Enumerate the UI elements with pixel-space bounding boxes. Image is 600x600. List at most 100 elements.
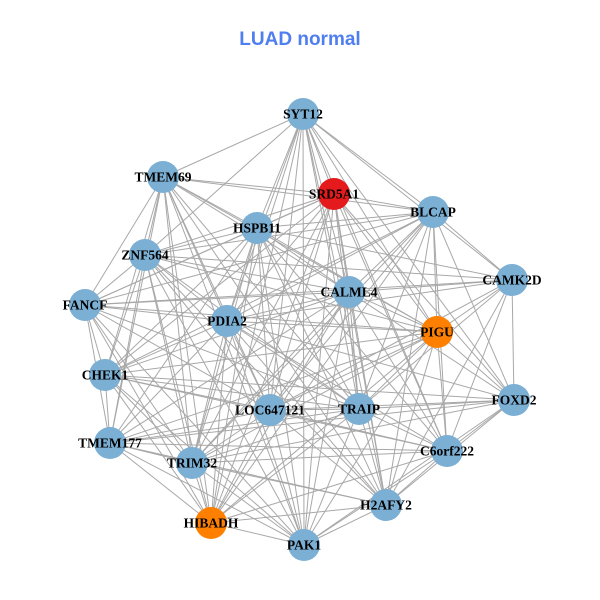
node-calml4: CALML4: [321, 276, 378, 308]
edge-BLCAP-PDIA2: [226, 211, 434, 322]
edge-FANCF-TRAIP: [84, 304, 360, 410]
edge-HSPB11-PAK1: [256, 227, 305, 546]
edge-HSPB11-FANCF: [84, 227, 258, 306]
edge-ZNF564-H2AFY2: [144, 254, 387, 506]
edge-BLCAP-TRAIP: [358, 211, 434, 410]
edge-CHEK1-FOXD2: [104, 374, 515, 401]
node-circle: [69, 289, 101, 321]
node-circle: [333, 276, 365, 308]
edge-SRD5A1-PAK1: [303, 193, 335, 546]
node-circle: [89, 359, 121, 391]
edge-CALML4-PIGU: [348, 291, 438, 333]
edge-PIGU-TRAIP: [358, 331, 438, 410]
node-srd5a1: SRD5A1: [309, 178, 359, 210]
node-tmem177: TMEM177: [78, 427, 142, 459]
edge-C6orf222-TRIM32: [191, 450, 448, 464]
node-c6orf222: C6orf222: [420, 435, 474, 467]
edge-PIGU-HIBADH: [210, 331, 438, 524]
edge-CALML4-PAK1: [303, 291, 350, 546]
edge-PIGU-PAK1: [303, 331, 438, 546]
edge-SYT12-TMEM69: [162, 113, 304, 178]
edge-FOXD2-TRIM32: [191, 399, 515, 464]
node-label: TRIM32: [167, 456, 217, 471]
edge-TRIM32-PAK1: [191, 462, 305, 546]
edge-PIGU-FOXD2: [436, 331, 515, 401]
node-label: PAK1: [287, 538, 321, 553]
node-pigu: PIGU: [420, 316, 454, 348]
edge-LOC647121-FOXD2: [269, 399, 515, 411]
edge-SYT12-PIGU: [302, 113, 438, 333]
edge-SRD5A1-LOC647121: [269, 193, 335, 411]
edge-PDIA2-CHEK1: [104, 320, 228, 376]
edge-TMEM69-TMEM177: [109, 176, 164, 444]
edge-LOC647121-TMEM177: [109, 409, 271, 444]
edge-SRD5A1-PIGU: [333, 193, 438, 333]
node-label: LOC647121: [235, 403, 305, 418]
nodes: SYT12TMEM69SRD5A1BLCAPHSPB11ZNF564CAMK2D…: [63, 98, 542, 561]
edge-CAMK2D-PDIA2: [226, 279, 513, 322]
edge-TRAIP-HIBADH: [210, 408, 360, 524]
edge-PIGU-C6orf222: [436, 331, 448, 452]
edge-SYT12-PAK1: [302, 113, 305, 546]
edge-TRAIP-C6orf222: [358, 408, 448, 452]
edge-SRD5A1-ZNF564: [144, 193, 335, 256]
edge-PDIA2-TRAIP: [226, 320, 360, 410]
edge-BLCAP-HSPB11: [256, 211, 434, 229]
node-pdia2: PDIA2: [207, 305, 247, 337]
node-chek1: CHEK1: [82, 359, 128, 391]
edge-SRD5A1-C6orf222: [333, 193, 448, 452]
node-circle: [421, 316, 453, 348]
edge-FANCF-HIBADH: [84, 304, 212, 524]
chart-title: LUAD normal: [239, 29, 361, 50]
edge-TMEM69-CHEK1: [104, 176, 164, 376]
node-label: SYT12: [283, 107, 323, 122]
edge-CAMK2D-FOXD2: [511, 279, 515, 401]
edge-CAMK2D-FANCF: [84, 279, 513, 306]
edge-PIGU-H2AFY2: [385, 331, 438, 506]
edge-ZNF564-TRIM32: [144, 254, 193, 464]
edge-TMEM69-TRAIP: [162, 176, 360, 410]
node-label: FOXD2: [492, 393, 537, 408]
edge-HSPB11-CALML4: [256, 227, 350, 293]
node-label: PDIA2: [207, 314, 247, 329]
edge-SYT12-HSPB11: [256, 113, 304, 229]
node-label: BLCAP: [410, 205, 456, 220]
edge-CAMK2D-LOC647121: [269, 279, 513, 411]
edge-BLCAP-LOC647121: [269, 211, 434, 411]
edge-CAMK2D-H2AFY2: [385, 279, 513, 506]
edge-TRIM32-H2AFY2: [191, 462, 387, 506]
node-label: ZNF564: [121, 248, 169, 263]
edge-BLCAP-PIGU: [432, 211, 438, 333]
node-circle: [343, 393, 375, 425]
edge-TMEM177-C6orf222: [109, 442, 448, 452]
node-pak1: PAK1: [287, 529, 321, 561]
edge-FOXD2-PAK1: [303, 399, 515, 546]
edge-LOC647121-H2AFY2: [269, 409, 387, 506]
node-label: C6orf222: [420, 444, 474, 459]
edge-FANCF-PIGU: [84, 304, 438, 333]
edge-SYT12-BLCAP: [302, 113, 434, 213]
node-hibadh: HIBADH: [184, 507, 239, 539]
node-tmem69: TMEM69: [135, 161, 192, 193]
edge-ZNF564-PDIA2: [144, 254, 228, 322]
node-loc647121: LOC647121: [235, 394, 305, 426]
edge-FOXD2-TMEM177: [109, 399, 515, 444]
edge-SYT12-CAMK2D: [302, 113, 513, 281]
edge-FANCF-PAK1: [84, 304, 305, 546]
edge-SRD5A1-BLCAP: [333, 193, 434, 213]
node-label: CAMK2D: [482, 273, 541, 288]
edge-HSPB11-ZNF564: [144, 227, 258, 256]
node-circle: [94, 427, 126, 459]
node-circle: [496, 264, 528, 296]
edge-CHEK1-TRIM32: [104, 374, 193, 464]
node-label: FANCF: [63, 298, 108, 313]
edge-C6orf222-HIBADH: [210, 450, 448, 524]
edge-TMEM69-TRIM32: [162, 176, 193, 464]
edge-SRD5A1-FOXD2: [333, 193, 515, 401]
edge-BLCAP-CALML4: [348, 211, 434, 293]
node-circle: [147, 161, 179, 193]
node-circle: [241, 212, 273, 244]
node-label: H2AFY2: [360, 498, 412, 513]
edge-PIGU-TMEM177: [109, 331, 438, 444]
